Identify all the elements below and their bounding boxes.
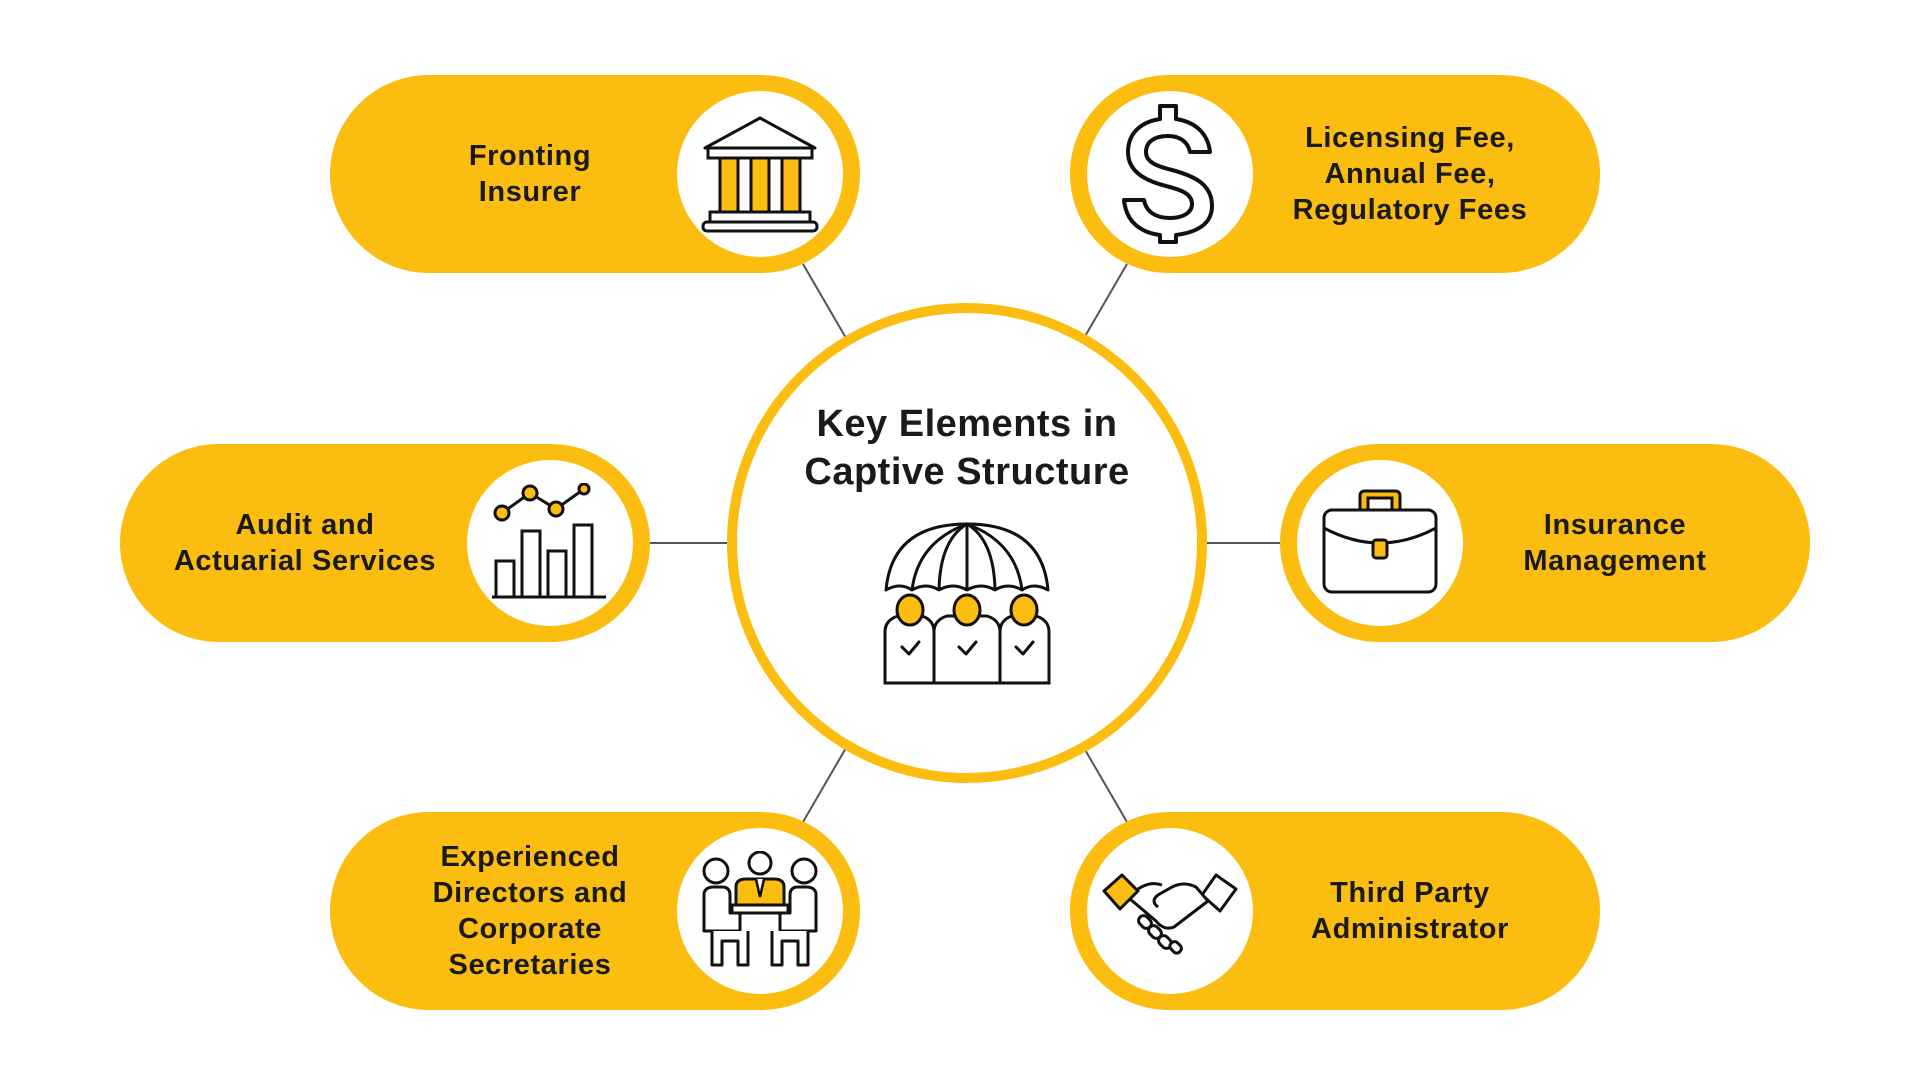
briefcase-icon bbox=[1322, 489, 1438, 594]
element-icon-circle bbox=[677, 828, 843, 994]
element-directors-secretaries: Experienced Directors and Corporate Secr… bbox=[330, 812, 860, 1010]
element-label: Licensing Fee, Annual Fee, Regulatory Fe… bbox=[1292, 122, 1528, 226]
meeting-people-icon bbox=[702, 851, 818, 967]
element-label: Third Party Administrator bbox=[1311, 877, 1509, 945]
umbrella-people-icon bbox=[882, 520, 1052, 690]
dollar-sign-icon bbox=[1122, 104, 1214, 244]
element-icon-circle bbox=[677, 91, 843, 257]
element-label: Fronting Insurer bbox=[468, 140, 592, 208]
element-fronting-insurer: Fronting Insurer bbox=[330, 75, 860, 273]
element-third-party-admin: Third Party Administrator bbox=[1070, 812, 1600, 1010]
bank-building-icon bbox=[701, 116, 819, 233]
element-audit-actuarial: Audit and Actuarial Services bbox=[120, 444, 650, 642]
element-insurance-management: Insurance Management bbox=[1280, 444, 1810, 642]
bar-chart-icon bbox=[492, 483, 606, 599]
center-title-line: Captive Structure bbox=[804, 451, 1130, 493]
element-licensing-fees: Licensing Fee, Annual Fee, Regulatory Fe… bbox=[1070, 75, 1600, 273]
element-label: Experienced Directors and Corporate Secr… bbox=[432, 841, 628, 981]
center-title: Key Elements in Captive Structure bbox=[727, 400, 1207, 496]
element-label: Audit and Actuarial Services bbox=[173, 509, 437, 577]
element-label: Insurance Management bbox=[1523, 509, 1707, 577]
center-ring bbox=[727, 303, 1207, 783]
center-title-line: Key Elements in bbox=[816, 403, 1118, 445]
handshake-icon bbox=[1102, 873, 1238, 955]
element-icon-circle bbox=[467, 460, 633, 626]
element-icon-circle bbox=[1087, 828, 1253, 994]
element-icon-circle bbox=[1087, 91, 1253, 257]
element-icon-circle bbox=[1297, 460, 1463, 626]
